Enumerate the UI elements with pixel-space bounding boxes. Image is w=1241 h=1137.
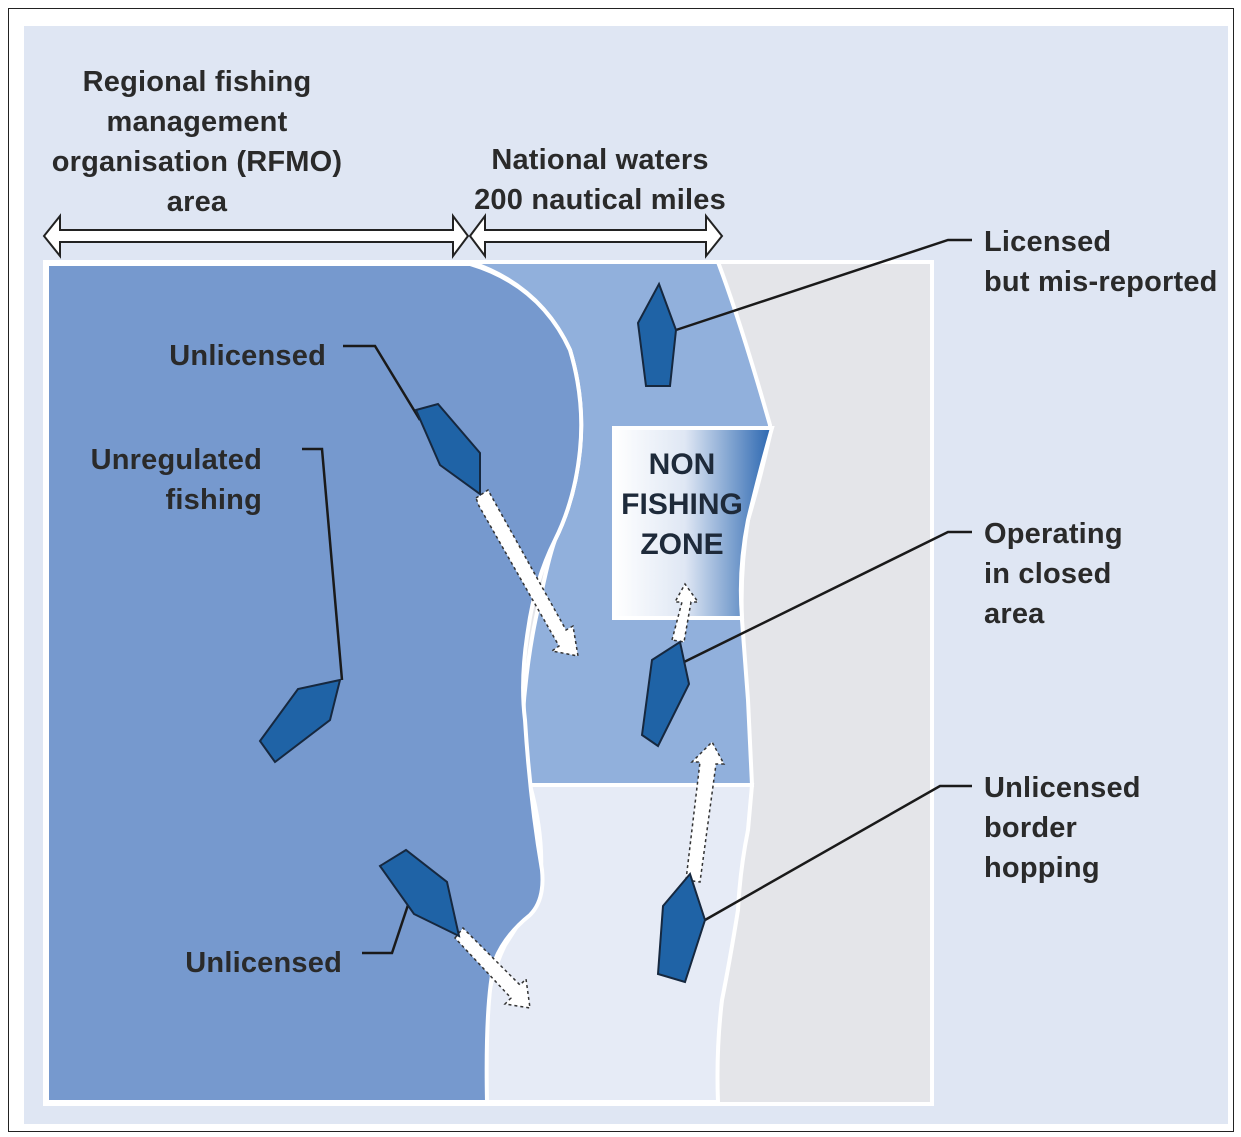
national-waters-label: National waters 200 nautical miles (474, 144, 726, 216)
boats (258, 281, 707, 984)
arrow-operating (671, 582, 700, 643)
licensed-misreported-label: Licensed but mis-reported (984, 226, 1218, 298)
national-span-arrow (468, 213, 724, 259)
leader-operating (679, 530, 972, 666)
operating-closed-area-label: Operating in closed area (984, 518, 1123, 630)
non-fishing-zone-box (612, 426, 775, 620)
boat-unlicensed-top-icon (414, 402, 481, 496)
rfmo-label: Regional fishing management organisation… (51, 66, 343, 218)
boat-border-icon (656, 871, 707, 984)
leader-unlicensed-top (343, 344, 422, 421)
non-fishing-zone-label: NON FISHING ZONE (621, 448, 743, 561)
rfmo-span-arrow (42, 213, 470, 259)
unregulated-fishing-label: Unregulated fishing (90, 444, 262, 516)
arrow-unlicensed-bottom (454, 926, 531, 1009)
unlicensed-bottom-label: Unlicensed (185, 947, 342, 979)
leader-border (704, 784, 972, 922)
leader-unlicensed-bottom (362, 904, 410, 955)
boat-operating-icon (640, 640, 691, 748)
boat-unregulated-icon (258, 678, 342, 764)
leader-lines (302, 238, 972, 955)
arrow-border (685, 740, 726, 883)
movement-arrows (454, 488, 726, 1009)
leader-unregulated (302, 447, 344, 681)
boat-licensed-icon (636, 281, 678, 387)
unlicensed-border-hopping-label: Unlicensed border hopping (984, 772, 1141, 884)
unlicensed-top-label: Unlicensed (169, 340, 326, 372)
boat-unlicensed-bottom-icon (378, 848, 461, 938)
arrow-unlicensed-top (475, 488, 579, 657)
leader-licensed (675, 238, 972, 332)
